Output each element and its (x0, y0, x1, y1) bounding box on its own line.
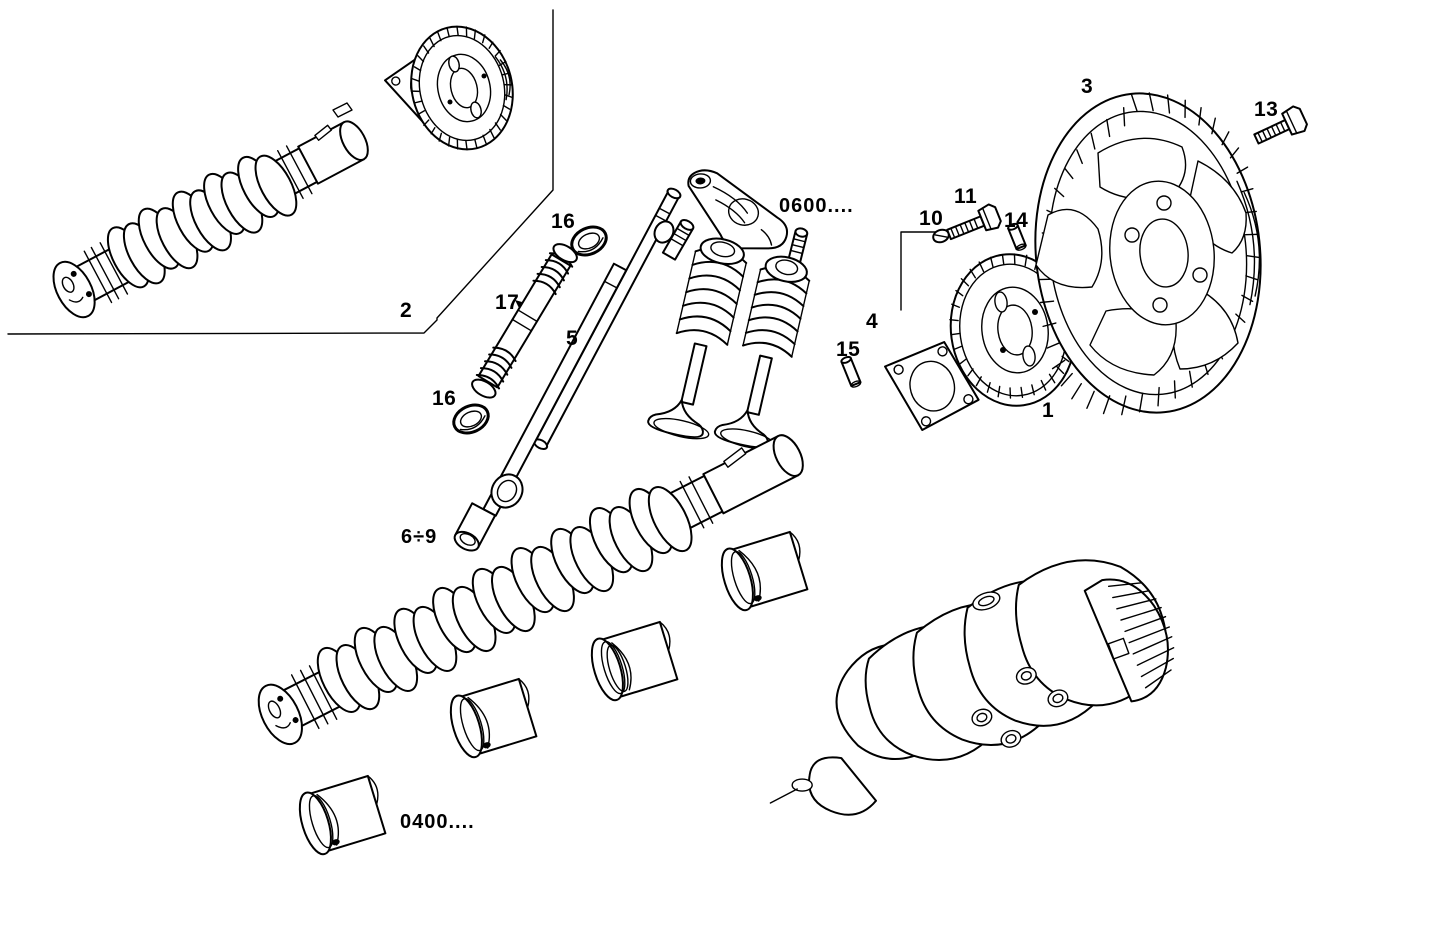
callout-2: 2 (400, 299, 413, 322)
woodruff-key-upper (332, 102, 353, 118)
callout-6-9: 6÷9 (401, 526, 438, 548)
callout-3: 3 (1081, 75, 1094, 98)
camshaft-lower (257, 434, 804, 746)
bushing-4 (720, 530, 809, 612)
hex-bolt-11 (946, 203, 1002, 241)
callout-10: 10 (919, 207, 944, 230)
bushing-1 (298, 774, 387, 856)
hex-bolt-13 (1253, 105, 1308, 145)
callout-1: 1 (1042, 399, 1055, 422)
callout-0600: 0600.... (779, 195, 854, 217)
callout-bracket-2 (7, 9, 554, 335)
camshaft-upper (52, 120, 369, 319)
callout-11: 11 (954, 185, 978, 208)
callout-15: 15 (836, 338, 861, 361)
callout-17: 17 (495, 291, 520, 314)
timing-gear-upper (410, 25, 514, 151)
callout-0400: 0400.... (400, 811, 475, 833)
push-rod-short (453, 262, 628, 552)
bushing-3 (590, 620, 679, 702)
callout-13: 13 (1254, 98, 1279, 121)
callout-4: 4 (866, 310, 879, 333)
callout-16: 16 (432, 387, 457, 410)
crankshaft-assembly-bottom-right (769, 559, 1175, 816)
rocker-arm-valve-assembly (647, 169, 811, 450)
callout-5: 5 (566, 327, 579, 350)
tappet-assembly (471, 243, 578, 399)
dowel-pin-14 (1007, 222, 1027, 251)
seal-ring-upper (570, 225, 608, 257)
callout-16: 16 (551, 210, 576, 233)
seal-ring-lower (452, 403, 490, 435)
thrust-plate-lower (884, 341, 980, 431)
leader-line-10-11 (900, 231, 938, 311)
callout-14: 14 (1004, 209, 1029, 232)
idler-gear-large (1034, 92, 1262, 416)
bushing-2 (449, 677, 538, 759)
woodruff-key-15 (840, 355, 862, 388)
